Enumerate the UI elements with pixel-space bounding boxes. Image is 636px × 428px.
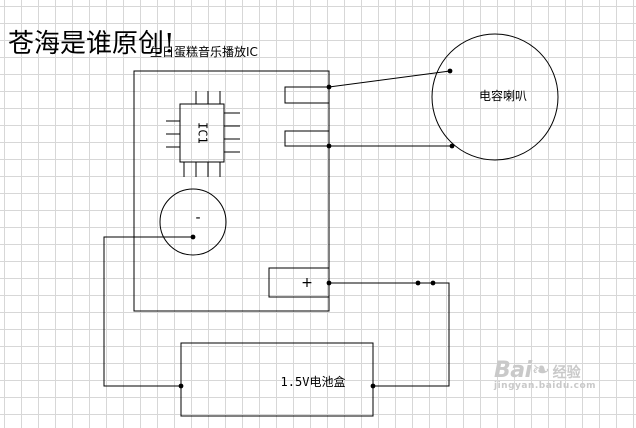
watermark-logo: Bai (494, 358, 532, 383)
paw-icon: ❧ (531, 358, 550, 383)
minus-sign: - (195, 210, 200, 226)
positive-contact (268, 267, 330, 298)
negative-contact (159, 188, 227, 256)
ic-label: 生日蛋糕音乐播放IC (150, 44, 258, 59)
battery-label: 1.5V电池盒 (281, 374, 346, 389)
wires (103, 70, 452, 387)
watermark: Bai❧经验 jingyan.baidu.com (494, 358, 596, 391)
watermark-url: jingyan.baidu.com (494, 381, 597, 391)
ic-chip (166, 91, 240, 177)
caption: 苍海是谁原创! (8, 29, 174, 59)
wire-speaker-top (328, 70, 451, 88)
wire-positive (329, 282, 450, 387)
plus-sign: + (301, 275, 313, 291)
battery-box (180, 342, 374, 417)
speaker-terminal-bottom (284, 130, 330, 147)
watermark-text: 经验 (552, 365, 581, 381)
ic-board (133, 70, 330, 312)
ic-chip-label: IC1 (196, 122, 210, 144)
speaker-label: 电容喇叭 (479, 88, 527, 103)
wire-negative (103, 236, 193, 387)
junction-dots (178, 68, 455, 389)
speaker-terminal-top (284, 86, 330, 104)
speaker (431, 33, 559, 161)
